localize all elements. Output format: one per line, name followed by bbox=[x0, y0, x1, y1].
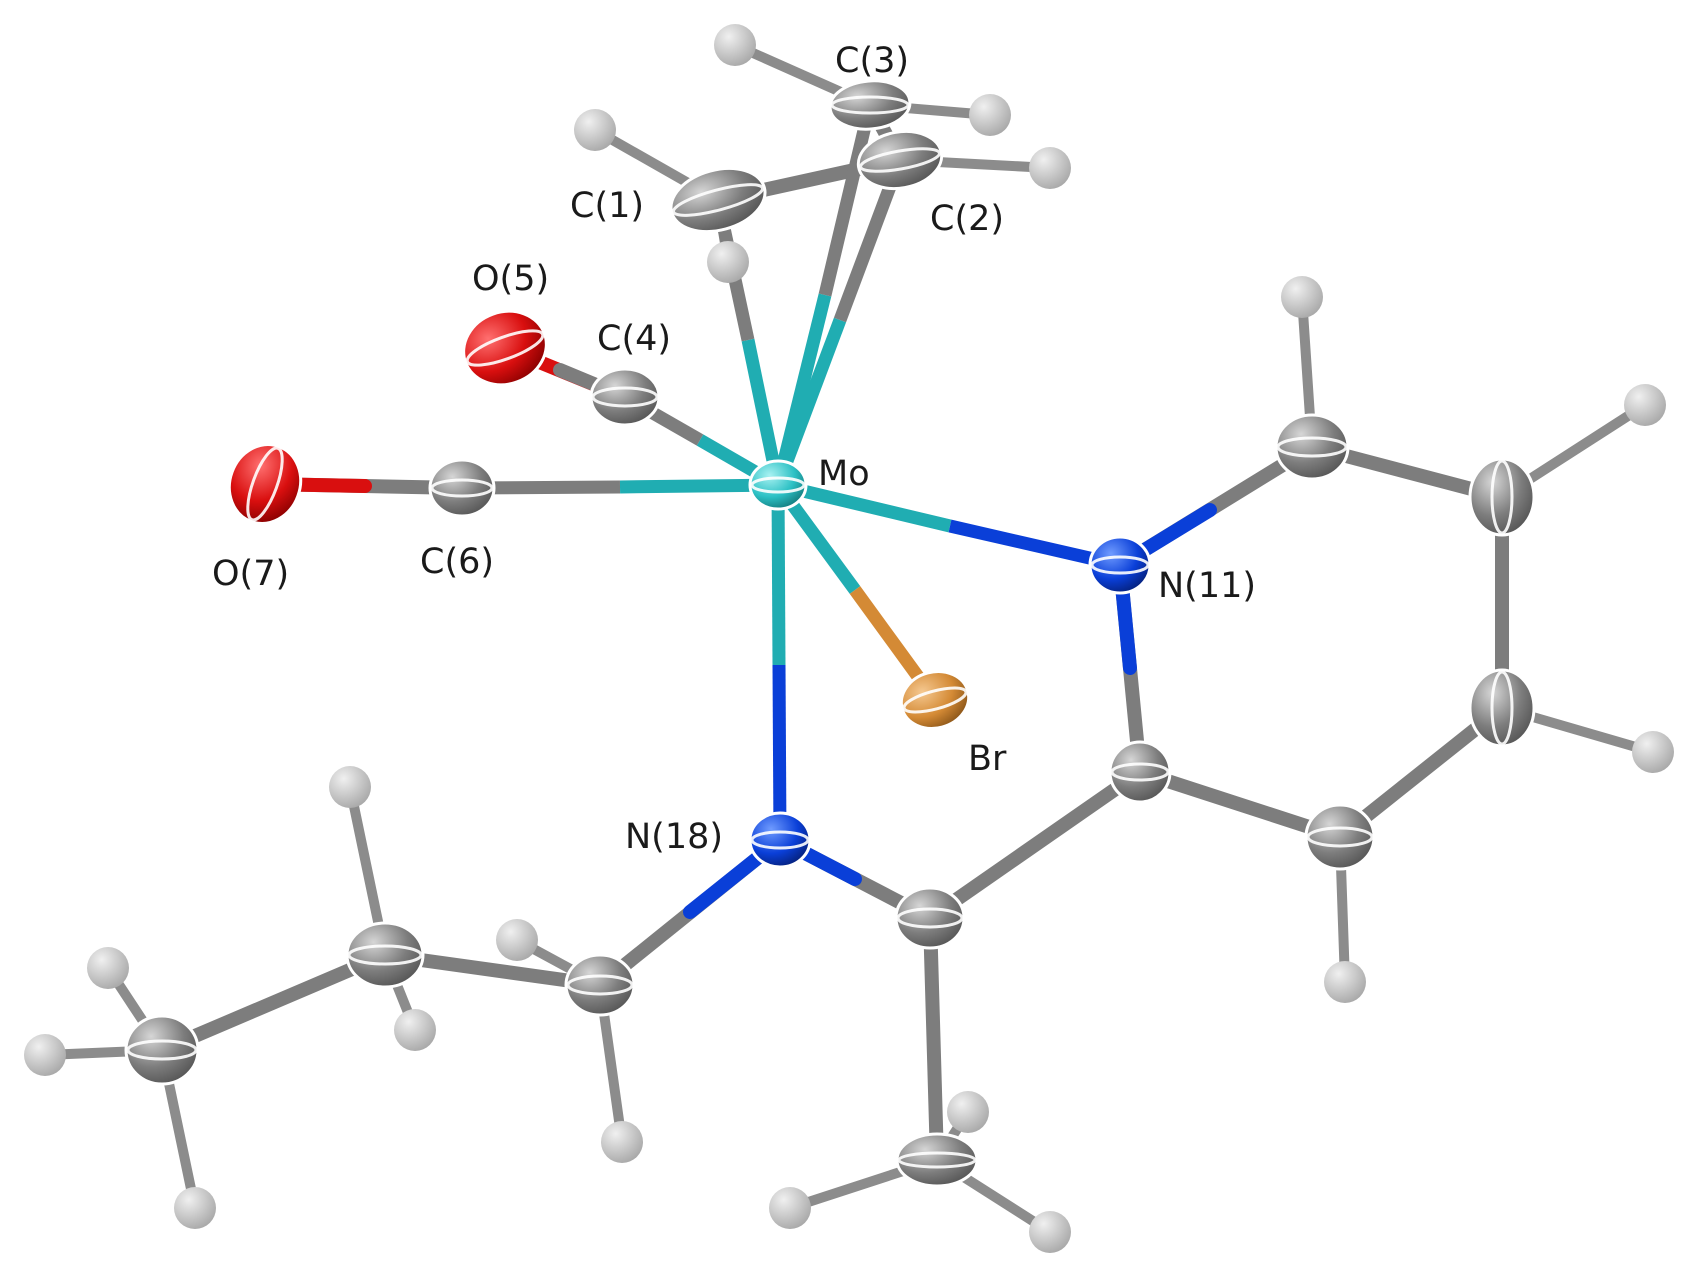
ring bbox=[347, 944, 423, 966]
atom-c1 bbox=[669, 166, 767, 234]
ring bbox=[430, 478, 494, 498]
hydrogen-atom bbox=[769, 1187, 811, 1229]
label-n11: N(11) bbox=[1158, 566, 1256, 606]
hydrogen-atom bbox=[1029, 147, 1071, 189]
hydrogen-atom bbox=[714, 24, 756, 66]
ellipsoid-rings bbox=[126, 95, 1514, 1169]
atom-c-pyridine bbox=[1304, 803, 1376, 871]
hydrogen-atom bbox=[707, 241, 749, 283]
hydrogen-atom bbox=[601, 1121, 643, 1163]
ring bbox=[465, 329, 545, 367]
heavy-atoms bbox=[124, 79, 1536, 1188]
atom-c3 bbox=[828, 79, 912, 131]
ring bbox=[859, 147, 941, 173]
hydrogen-atom bbox=[24, 1034, 66, 1076]
label-c4: C(4) bbox=[597, 319, 671, 359]
atom-c-propyl bbox=[124, 1014, 200, 1086]
atom-c-pyridine bbox=[1468, 457, 1536, 537]
hydrogen-atom bbox=[394, 1009, 436, 1051]
ring bbox=[896, 907, 964, 929]
hydrogen-atom bbox=[329, 766, 371, 808]
ring bbox=[246, 446, 284, 522]
bond-cimine-ch3 bbox=[923, 911, 944, 1167]
ring bbox=[1490, 459, 1514, 535]
bond-cb-cc bbox=[155, 948, 392, 1057]
ring bbox=[126, 1039, 198, 1061]
atom-c4 bbox=[589, 367, 661, 427]
hydrogen-atom bbox=[1632, 731, 1674, 773]
ring bbox=[671, 183, 765, 217]
hydrogen-atoms bbox=[24, 24, 1674, 1253]
bond-mo-n18-a bbox=[771, 484, 786, 666]
ring bbox=[1276, 436, 1348, 458]
atom-br bbox=[899, 670, 971, 730]
atom-c-pyridine bbox=[1108, 740, 1172, 804]
hydrogen-bonds bbox=[40, 40, 1658, 1237]
ring bbox=[1490, 670, 1514, 746]
hydrogen-atom bbox=[496, 919, 538, 961]
hydrogen-atom bbox=[1281, 276, 1323, 318]
ring bbox=[902, 686, 968, 714]
ring bbox=[1306, 826, 1374, 848]
label-o5: O(5) bbox=[472, 259, 549, 299]
ring bbox=[1110, 762, 1170, 782]
atom-labels: C(3) C(1) C(2) O(5) C(4) Mo O(7) C(6) N(… bbox=[212, 41, 1256, 857]
label-o7: O(7) bbox=[212, 554, 289, 594]
hydrogen-atom bbox=[174, 1187, 216, 1229]
label-c6: C(6) bbox=[420, 542, 494, 582]
bond-py-cimine bbox=[923, 765, 1147, 925]
ring bbox=[750, 476, 806, 494]
atom-c-propyl bbox=[345, 921, 425, 989]
label-c2: C(2) bbox=[930, 199, 1004, 239]
atom-c-propyl bbox=[564, 953, 636, 1017]
label-c1: C(1) bbox=[570, 186, 644, 226]
atom-n18 bbox=[748, 811, 812, 869]
hydrogen-atom bbox=[1029, 1211, 1071, 1253]
ring bbox=[897, 1151, 977, 1169]
bond-mo-c3-b bbox=[818, 103, 877, 297]
atom-o5 bbox=[462, 309, 548, 387]
atom-o7 bbox=[227, 443, 303, 525]
ring bbox=[750, 830, 810, 850]
label-br: Br bbox=[968, 739, 1007, 779]
hydrogen-atom bbox=[1324, 961, 1366, 1003]
atom-c-methyl bbox=[895, 1132, 979, 1188]
atom-c-pyridine bbox=[1274, 413, 1350, 481]
atom-c-pyridine bbox=[1468, 668, 1536, 748]
atom-n11 bbox=[1088, 535, 1152, 595]
hydrogen-atom bbox=[574, 109, 616, 151]
hydrogen-atom bbox=[969, 94, 1011, 136]
atom-c-imine bbox=[894, 886, 966, 950]
ring bbox=[1090, 555, 1150, 575]
hydrogen-atom bbox=[947, 1091, 989, 1133]
bond-mo-n11-a bbox=[776, 478, 952, 533]
hydrogen-atom bbox=[87, 947, 129, 989]
bond-mo-n18-b bbox=[772, 664, 787, 841]
atom-c2 bbox=[856, 129, 944, 191]
atom-c6 bbox=[428, 458, 496, 518]
atom-mo bbox=[748, 459, 808, 511]
ring bbox=[830, 95, 910, 115]
ring bbox=[591, 386, 659, 408]
bond-mo-c3-a bbox=[771, 293, 832, 487]
ring bbox=[566, 974, 634, 996]
label-n18: N(18) bbox=[625, 817, 723, 857]
hydrogen-atom bbox=[1624, 384, 1666, 426]
label-c3: C(3) bbox=[835, 41, 909, 81]
label-mo: Mo bbox=[818, 454, 870, 494]
